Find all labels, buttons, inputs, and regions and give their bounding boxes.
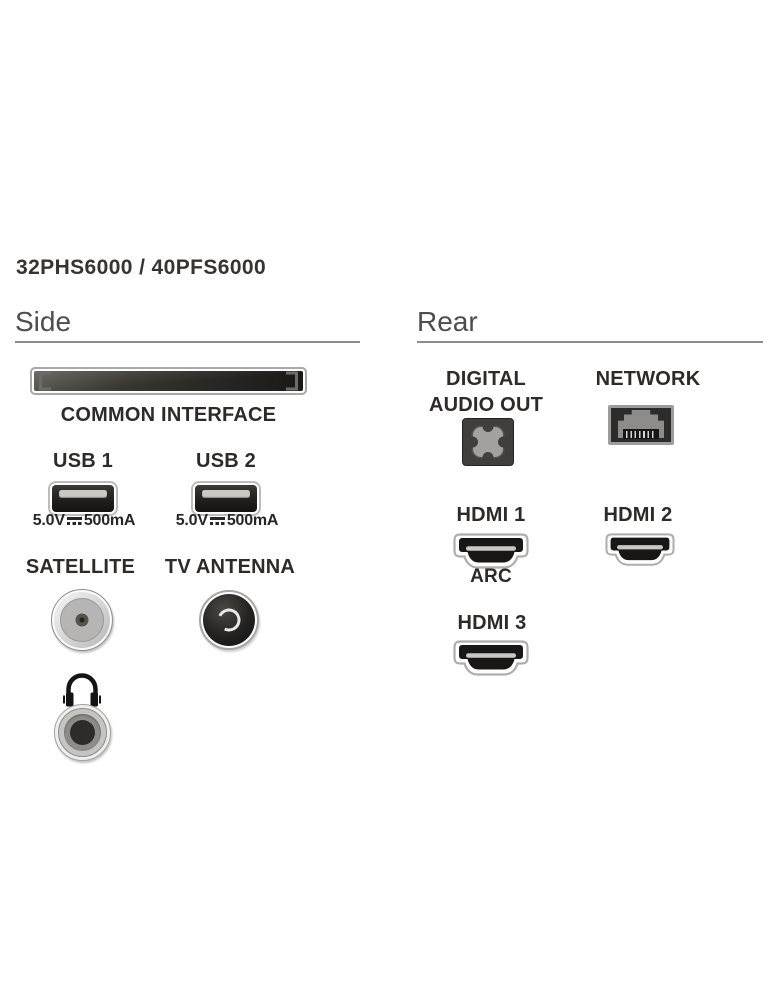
model-title: 32PHS6000 / 40PFS6000 [16, 256, 267, 279]
side-section-heading: Side [15, 306, 72, 337]
common-interface-label: COMMON INTERFACE [60, 404, 277, 426]
usb-tongue [59, 490, 107, 498]
usb-power-current: 500mA [83, 512, 136, 529]
satellite-connector-icon [51, 589, 113, 651]
headphones-icon [63, 673, 101, 707]
hdmi2-port-icon [605, 533, 675, 567]
digital-audio-out-label: DIGITAL AUDIO OUT [428, 368, 544, 416]
dc-symbol-icon [66, 515, 83, 526]
ethernet-port-icon [608, 405, 674, 445]
usb-power-voltage: 5.0V [32, 512, 65, 529]
card-slot-opening [34, 371, 303, 391]
side-section-divider [15, 341, 360, 343]
hdmi1-port-icon [453, 533, 529, 570]
headphone-jack-icon [54, 704, 111, 761]
slot-bracket-right [286, 371, 298, 391]
slot-bracket-left [39, 371, 51, 391]
hdmi2-label: HDMI 2 [603, 504, 673, 526]
rear-section-divider [417, 341, 763, 343]
usb1-port-icon [48, 481, 118, 516]
usb-tongue [202, 490, 250, 498]
tv-antenna-connector-icon [199, 590, 259, 650]
usb2-power-rating: 5.0V 500mA [165, 512, 289, 530]
usb-power-current: 500mA [226, 512, 279, 529]
hdmi3-label: HDMI 3 [457, 612, 527, 634]
usb2-label: USB 2 [196, 450, 256, 472]
hdmi3-port-icon [453, 640, 529, 677]
usb1-power-rating: 5.0V 500mA [22, 512, 146, 530]
hdmi1-label: HDMI 1 [456, 504, 526, 526]
satellite-label: SATELLITE [25, 556, 136, 578]
hdmi1-arc-label: ARC [470, 566, 512, 587]
network-label: NETWORK [595, 368, 701, 390]
rear-section-heading: Rear [417, 306, 478, 337]
common-interface-slot-icon [30, 367, 307, 395]
usb-power-voltage: 5.0V [175, 512, 208, 529]
optical-audio-connector-icon [462, 418, 514, 466]
tv-antenna-label: TV ANTENNA [164, 556, 296, 578]
usb2-port-icon [191, 481, 261, 516]
dc-symbol-icon [209, 515, 226, 526]
usb1-label: USB 1 [53, 450, 113, 472]
